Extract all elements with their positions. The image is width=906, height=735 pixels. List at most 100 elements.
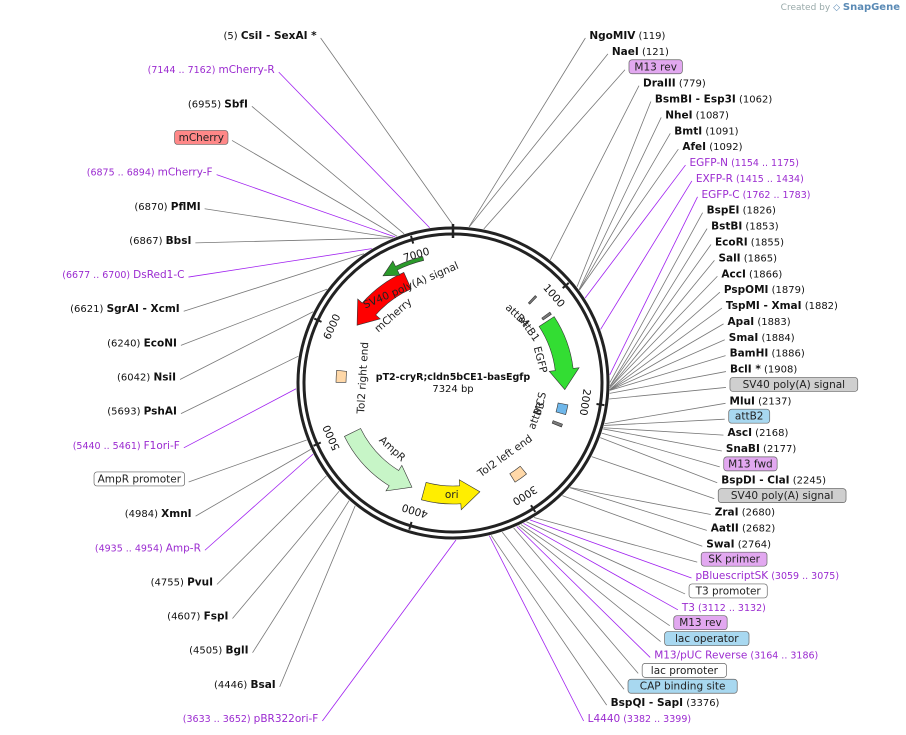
feature-box-label: M13 fwd: [728, 458, 773, 470]
leader-line: [533, 517, 698, 563]
site-label-pflmi[interactable]: (6870) PflMI: [134, 201, 200, 213]
site-label-nsii[interactable]: (6042) NsiI: [117, 372, 176, 384]
leader-line: [279, 505, 356, 688]
leader-line: [188, 248, 372, 278]
site-label-mcherry-f[interactable]: (6875 .. 6894) mCherry-F: [87, 167, 213, 179]
site-label-afei[interactable]: AfeI (1092): [682, 141, 742, 153]
site-label-bsmbi[interactable]: BsmBI - Esp3I (1062): [655, 94, 772, 106]
feature-box-label: SV40 poly(A) signal: [731, 490, 834, 502]
leader-line: [609, 196, 698, 375]
tick-label: 3000: [510, 483, 539, 507]
site-label-sali[interactable]: SalI (1865): [718, 252, 777, 264]
leader-line: [526, 521, 686, 595]
feature-box-label: AmpR promoter: [98, 473, 182, 485]
site-label-xmni[interactable]: (4984) XmnI: [125, 508, 192, 520]
site-label-amp-r[interactable]: (4935 .. 4954) Amp-R: [95, 542, 201, 554]
leader-line: [609, 275, 718, 388]
site-label-snabi[interactable]: SnaBI (2177): [726, 443, 797, 455]
site-label-ampr-promoter[interactable]: AmpR promoter: [93, 471, 185, 487]
leader-line: [600, 180, 693, 330]
site-label-bspqi[interactable]: BspQI - SapI (3376): [611, 697, 720, 709]
site-text: L4440 (3382 .. 3399): [588, 713, 691, 725]
site-label-m13-rev[interactable]: M13 rev: [673, 615, 728, 631]
site-label-ngomiv[interactable]: NgoMIV (119): [589, 30, 665, 42]
site-label-dsred1-c[interactable]: (6677 .. 6700) DsRed1-C: [62, 269, 184, 281]
leader-line: [600, 437, 718, 484]
site-label-sk-primer[interactable]: SK primer: [700, 551, 768, 567]
site-label-bsai[interactable]: (4446) BsaI: [214, 679, 276, 691]
site-label-bbsi[interactable]: (6867) BbsI: [129, 235, 191, 247]
site-label-f1ori-f[interactable]: (5440 .. 5461) F1ori-F: [73, 440, 180, 452]
site-label-lac-promoter[interactable]: lac promoter: [641, 662, 727, 678]
site-text: AccI (1866): [721, 268, 782, 280]
site-label-bstbi[interactable]: BstBI (1853): [711, 221, 779, 233]
site-label-pshai[interactable]: (5693) PshAI: [107, 406, 177, 418]
site-label-ecori[interactable]: EcoRI (1855): [715, 236, 784, 248]
site-label-swai[interactable]: SwaI (2764): [706, 538, 771, 550]
site-label-naei[interactable]: NaeI (121): [612, 46, 669, 58]
leader-line: [609, 387, 726, 400]
site-label-mcherry[interactable]: mCherry: [174, 130, 229, 145]
feature-box: [93, 471, 185, 487]
site-label-attb2[interactable]: attB2: [728, 408, 771, 424]
site-text: (4755) PvuI: [151, 576, 213, 588]
site-label-t3-promoter[interactable]: T3 promoter: [688, 583, 768, 599]
site-label-exfp-r[interactable]: EXFP-R (1415 .. 1434): [696, 173, 804, 185]
site-label-sbfi[interactable]: (6955) SbfI: [188, 98, 248, 110]
site-label-aatii[interactable]: AatII (2682): [711, 522, 776, 534]
site-label-m13-rev[interactable]: M13 rev: [628, 59, 683, 75]
feature-tol2-left-end: [509, 465, 527, 483]
site-text: BclI * (1908): [730, 364, 797, 376]
site-label-nhei[interactable]: NheI (1087): [665, 109, 729, 121]
site-label-cap-binding-site[interactable]: CAP binding site: [627, 678, 738, 694]
site-label-pbr322ori-f[interactable]: (3633 .. 3652) pBR322ori-F: [183, 713, 319, 725]
site-label-fspi[interactable]: (4607) FspI: [167, 611, 228, 623]
site-label-m13-puc-reverse[interactable]: M13/pUC Reverse (3164 .. 3186): [654, 649, 818, 661]
site-label-t3[interactable]: T3 (3112 .. 3132): [681, 602, 766, 614]
site-label-egfp-n[interactable]: EGFP-N (1154 .. 1175): [689, 157, 798, 169]
site-label-sgrai[interactable]: (6621) SgrAI - XcmI: [70, 303, 180, 315]
site-text: (6621) SgrAI - XcmI: [70, 303, 180, 315]
site-label-pvui[interactable]: (4755) PvuI: [151, 576, 213, 588]
leader-line: [609, 260, 715, 388]
snapgene-logo-icon: ◇: [833, 3, 840, 13]
site-label-bamhi[interactable]: BamHI (1886): [730, 348, 805, 360]
site-label-draiii[interactable]: DraIII (779): [643, 78, 706, 90]
feature-box: [664, 631, 750, 646]
site-text: SmaI (1884): [729, 332, 795, 344]
site-label-tspmi[interactable]: TspMI - XmaI (1882): [726, 300, 838, 312]
site-label-lac-operator[interactable]: lac operator: [664, 631, 750, 646]
site-text: (6870) PflMI: [134, 201, 200, 213]
site-label-l4440[interactable]: L4440 (3382 .. 3399): [588, 713, 691, 725]
site-label-sv40-poly-a-signal[interactable]: SV40 poly(A) signal: [729, 377, 859, 392]
site-label-smai[interactable]: SmaI (1884): [729, 332, 795, 344]
site-text: BmtI (1091): [674, 125, 738, 137]
site-text: (4935 .. 4954) Amp-R: [95, 542, 201, 554]
site-label-sv40-poly-a-signal[interactable]: SV40 poly(A) signal: [717, 488, 847, 503]
site-label-acci[interactable]: AccI (1866): [721, 268, 782, 280]
site-label-asci[interactable]: AscI (2168): [727, 427, 788, 439]
site-text: BamHI (1886): [730, 348, 805, 360]
site-label-econi[interactable]: (6240) EcoNI: [107, 337, 177, 349]
tick-mark: [313, 441, 322, 447]
site-label-egfp-c[interactable]: EGFP-C (1762 .. 1783): [702, 189, 811, 201]
site-label-m13-fwd[interactable]: M13 fwd: [723, 456, 778, 472]
site-text: PspOMI (1879): [724, 284, 805, 296]
site-label-bspdi[interactable]: BspDI - ClaI (2245): [721, 475, 826, 487]
site-label-zrai[interactable]: ZraI (2680): [715, 507, 775, 519]
site-label-bcli[interactable]: BclI * (1908): [730, 364, 797, 376]
feature-box: [174, 130, 229, 145]
site-label-bmti[interactable]: BmtI (1091): [674, 125, 738, 137]
site-label-bgli[interactable]: (4505) BglI: [189, 645, 248, 657]
site-label-apai[interactable]: ApaI (1883): [728, 316, 791, 328]
feature-box: [688, 583, 768, 599]
site-label-csii[interactable]: (5) CsiI - SexAI *: [224, 30, 318, 42]
leader-line: [603, 428, 722, 452]
site-label-pbluescriptsk[interactable]: pBluescriptSK (3059 .. 3075): [695, 570, 839, 582]
site-label-pspomi[interactable]: PspOMI (1879): [724, 284, 805, 296]
site-label-bspei[interactable]: BspEI (1826): [707, 205, 776, 217]
site-label-mcherry-r[interactable]: (7144 .. 7162) mCherry-R: [148, 64, 275, 76]
leader-line: [278, 71, 430, 229]
site-text: (7144 .. 7162) mCherry-R: [148, 64, 275, 76]
site-label-mlui[interactable]: MluI (2137): [730, 395, 792, 407]
